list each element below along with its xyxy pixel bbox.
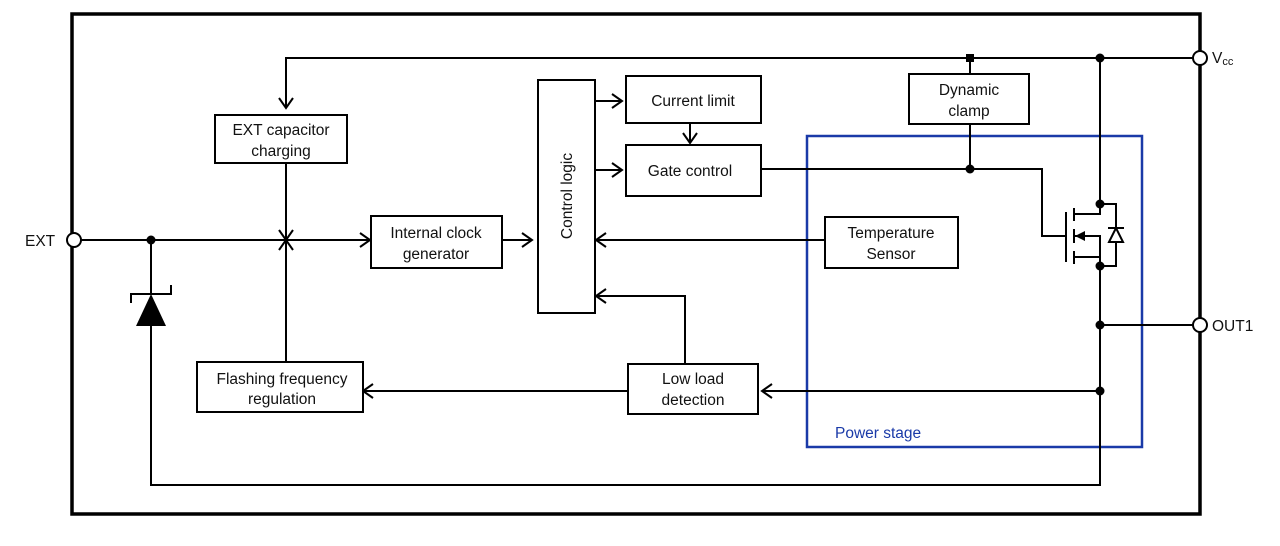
- device-outline: [70, 12, 1202, 516]
- block-low-load-detection: Low load detection: [627, 363, 759, 415]
- gate-drive-line: [761, 168, 1066, 237]
- svg-text:Temperature: Temperature: [847, 225, 934, 242]
- power-stage-label: Power stage: [835, 425, 921, 442]
- svg-text:Flashing frequency: Flashing frequency: [217, 371, 348, 388]
- block-temperature-sensor: Temperature Sensor: [824, 216, 959, 269]
- zener-diode-icon: [130, 285, 172, 326]
- arrow-into-low-load: [760, 383, 773, 399]
- junction-lowload: [1095, 386, 1105, 396]
- power-stage-region: [805, 134, 1144, 449]
- svg-text:detection: detection: [662, 392, 725, 409]
- block-control-logic: Control logic: [537, 79, 596, 314]
- svg-text:Current limit: Current limit: [651, 93, 735, 110]
- junction-vcc-clamp: [966, 54, 974, 62]
- mosfet-icon: [1065, 203, 1125, 267]
- block-flashing-frequency-regulation: Flashing frequency regulation: [196, 361, 364, 413]
- pin-out1-label: OUT1: [1212, 318, 1253, 335]
- junction-out1: [1095, 320, 1105, 330]
- pin-vcc: [1192, 50, 1208, 66]
- block-current-limit: Current limit: [625, 75, 762, 124]
- arrow-current-down: [682, 132, 698, 145]
- svg-text:Gate control: Gate control: [648, 163, 732, 180]
- pin-ext: [66, 232, 82, 248]
- junction-drain: [1095, 199, 1105, 209]
- svg-text:generator: generator: [403, 246, 469, 263]
- block-ext-capacitor-charging: EXT capacitor charging: [214, 114, 348, 164]
- svg-text:Dynamic: Dynamic: [939, 82, 1000, 99]
- junction-ext: [146, 235, 156, 245]
- lowload-to-logic: [596, 295, 686, 364]
- source-to-out1: [150, 266, 1101, 486]
- block-dynamic-clamp: Dynamic clamp: [908, 73, 1030, 125]
- svg-text:Internal clock: Internal clock: [390, 225, 482, 242]
- block-gate-control: Gate control: [625, 144, 762, 197]
- svg-text:regulation: regulation: [248, 391, 316, 408]
- svg-text:Low load: Low load: [662, 371, 724, 388]
- arrow-flashing-up: [278, 238, 294, 251]
- svg-text:Sensor: Sensor: [866, 246, 915, 263]
- arrow-into-gate: [611, 162, 624, 178]
- pin-out1: [1192, 317, 1208, 333]
- svg-text:Control logic: Control logic: [559, 153, 576, 239]
- arrow-into-logic-clock: [521, 232, 534, 248]
- junction-source: [1095, 261, 1105, 271]
- junction-vcc-drain: [1095, 53, 1105, 63]
- arrow-into-ext-charging: [278, 97, 294, 110]
- junction-gate: [965, 164, 975, 174]
- svg-text:EXT capacitor: EXT capacitor: [232, 122, 329, 139]
- block-internal-clock-generator: Internal clock generator: [370, 215, 503, 269]
- pin-vcc-label: Vcc: [1212, 50, 1234, 68]
- svg-text:clamp: clamp: [948, 103, 989, 120]
- arrow-into-current: [611, 93, 624, 109]
- pin-ext-label: EXT: [25, 233, 56, 250]
- svg-text:charging: charging: [251, 143, 310, 160]
- vcc-rail: [285, 57, 1193, 108]
